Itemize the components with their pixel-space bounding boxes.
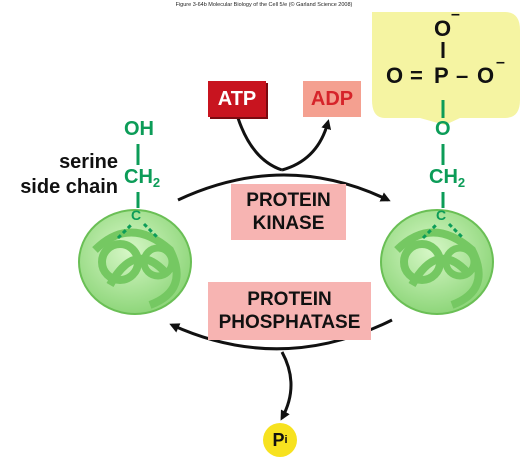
phosphate-p: P xyxy=(434,63,449,88)
left-ch-text: CH xyxy=(124,166,153,188)
atp-input-curve xyxy=(236,117,283,172)
right-ch2-label: CH2 xyxy=(429,166,465,190)
left-c-label: C xyxy=(131,207,142,223)
left-oh-label: OH xyxy=(124,118,154,140)
left-dashed-bonds xyxy=(116,222,160,240)
right-protein xyxy=(380,209,494,315)
protein-kinase-box: PROTEIN KINASE xyxy=(231,184,346,240)
phosphate-o-right: O xyxy=(477,63,495,88)
right-dashed-bonds xyxy=(421,222,465,240)
phosphate-eq: = xyxy=(410,63,423,88)
pi-release-curve xyxy=(280,351,293,421)
pi-p: P xyxy=(272,429,285,450)
kinase-line2: KINASE xyxy=(252,213,325,234)
phosphate-o-left: O xyxy=(386,63,404,88)
figure-caption: Figure 3-64b Molecular Biology of the Ce… xyxy=(175,2,353,8)
protein-phosphatase-box: PROTEIN PHOSPHATASE xyxy=(208,282,371,340)
phosphate-minus-top: – xyxy=(451,6,460,23)
phosphate-bubble xyxy=(372,12,520,125)
phosphate-o-top: O xyxy=(434,16,452,41)
kinase-arrow xyxy=(177,173,391,202)
left-protein xyxy=(78,209,192,315)
atp-box: ATP xyxy=(208,81,266,117)
left-ch2-label: CH2 xyxy=(124,166,160,190)
phosphatase-line2: PHOSPHATASE xyxy=(218,312,361,333)
adp-output-curve xyxy=(281,119,332,172)
phosphatase-line1: PROTEIN xyxy=(247,289,332,310)
pi-circle xyxy=(263,423,297,457)
left-ch-sub: 2 xyxy=(152,175,161,190)
adp-box: ADP xyxy=(303,81,361,117)
side-label-line1: serine xyxy=(59,151,118,173)
kinase-line1: PROTEIN xyxy=(246,190,331,211)
right-o-label: O xyxy=(435,118,451,140)
right-c-label: C xyxy=(436,207,447,223)
right-ch-sub: 2 xyxy=(457,175,466,190)
phosphate-dash: – xyxy=(456,63,469,88)
side-label-line2: side chain xyxy=(20,176,118,198)
phosphate-minus-right: – xyxy=(496,54,505,71)
right-ch-text: CH xyxy=(429,166,458,188)
pi-sub: i xyxy=(284,434,288,446)
